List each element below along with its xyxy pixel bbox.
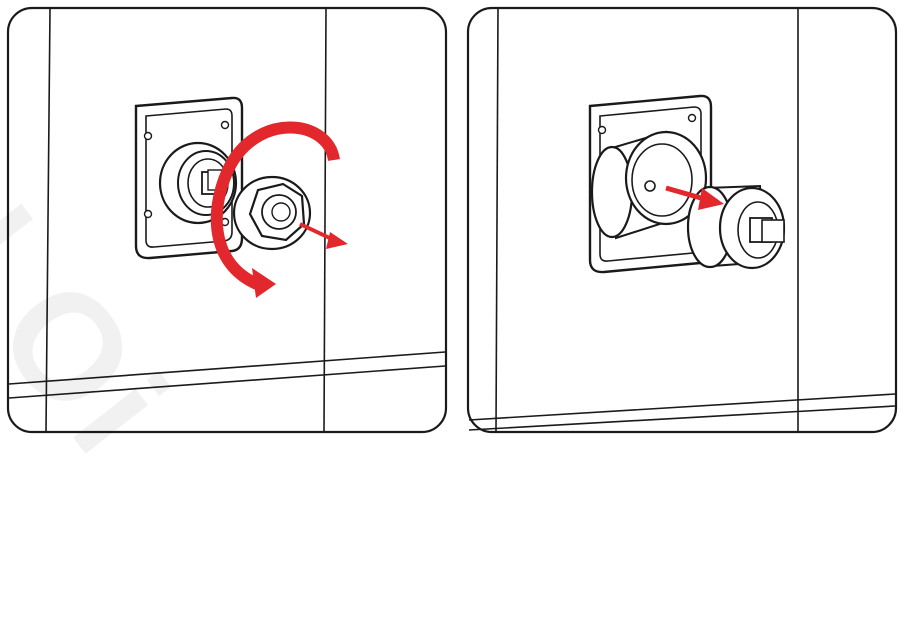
pull-out-arrow-left <box>299 222 348 249</box>
lock-nut-left <box>232 175 312 251</box>
cabinet-seams-right <box>468 8 896 432</box>
connector-housing-right <box>588 94 713 274</box>
instruction-figure <box>6 6 898 434</box>
cabinet-seams-left <box>8 8 446 432</box>
rotate-arrow <box>210 121 340 298</box>
panel-left <box>6 6 448 434</box>
pull-out-arrow-right <box>665 185 724 210</box>
panel-right <box>466 6 898 434</box>
